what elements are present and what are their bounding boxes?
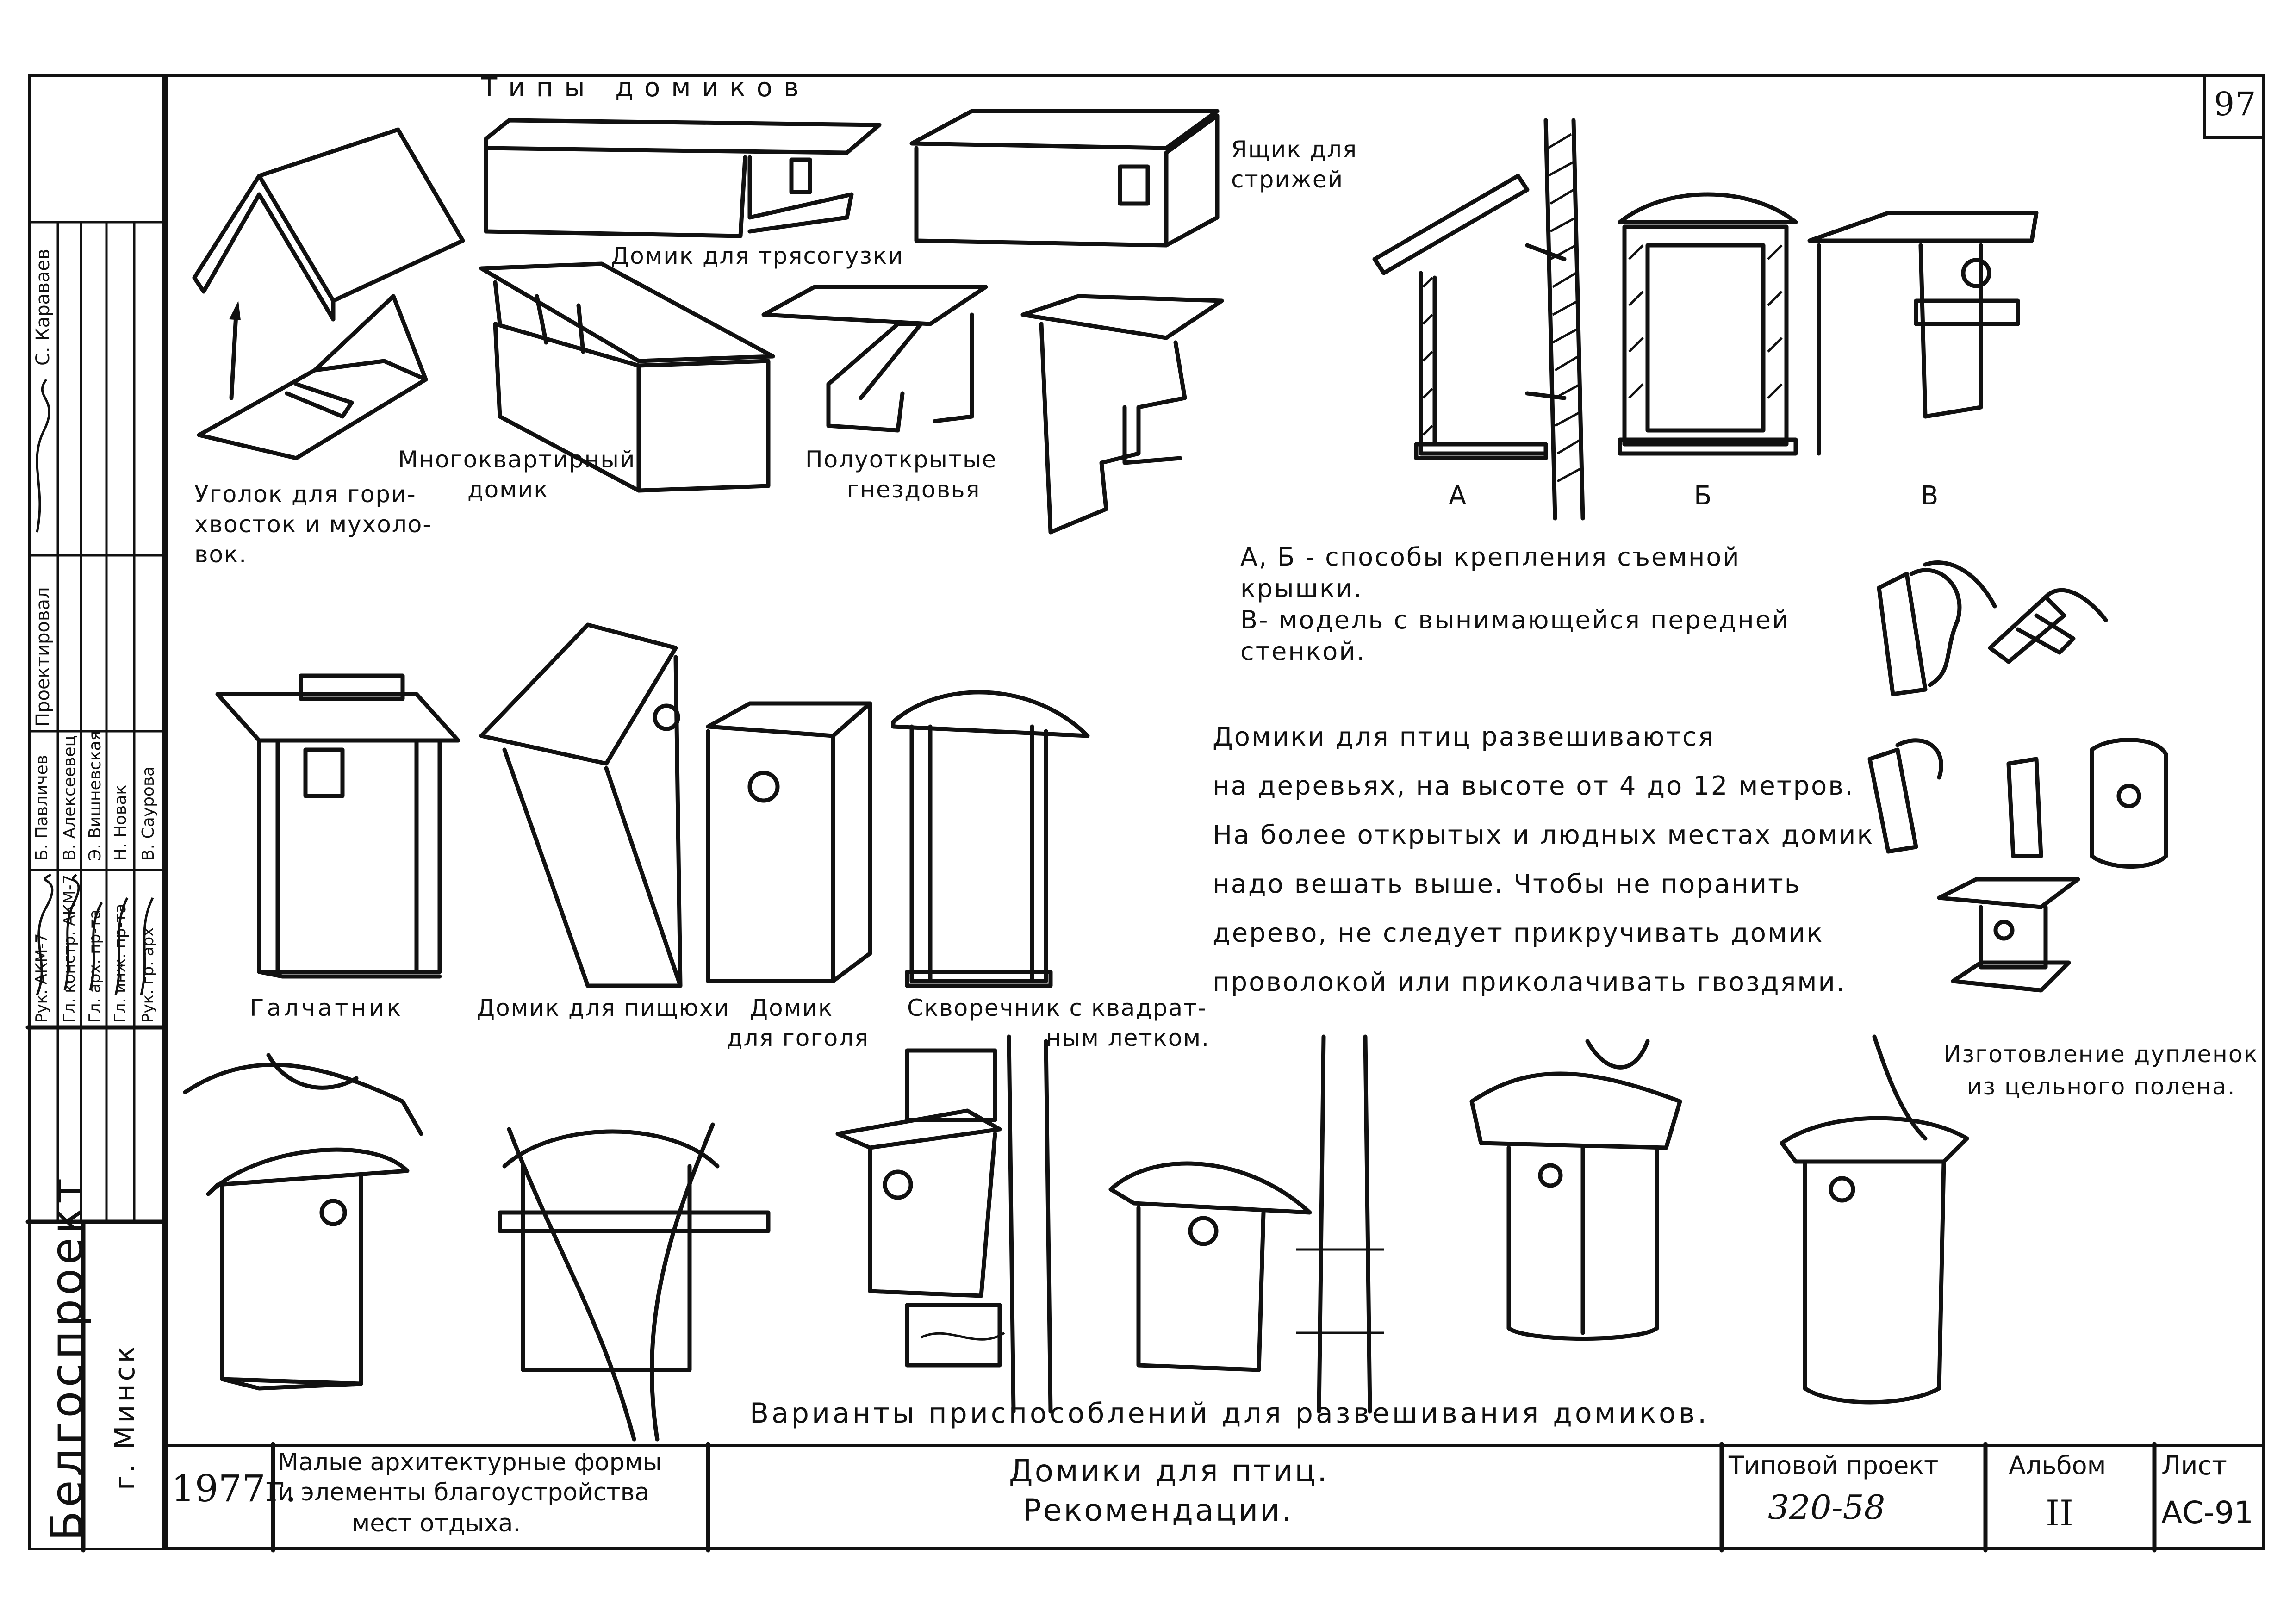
note-line: стенкой.	[1240, 637, 1366, 666]
title-main-2: Рекомендации.	[1023, 1492, 1293, 1528]
title-year: 1977г.	[171, 1467, 297, 1510]
label-hanging-variants: Варианты приспособлений для развешивания…	[750, 1397, 1710, 1430]
lid-notes: А, Б - способы крепления съемной крышки.…	[1240, 541, 1790, 667]
paragraph-line: Домики для птиц развешиваются	[1213, 722, 1715, 752]
album-label: Альбом	[2009, 1451, 2106, 1480]
album-number: II	[2046, 1492, 2074, 1534]
note-line: В- модель с вынимающейся передней	[1240, 605, 1790, 634]
label-redstart-3: вок.	[194, 541, 248, 568]
title-series-3: мест отдыха.	[352, 1510, 521, 1537]
paragraph-line: проволокой или приколачивать гвоздями.	[1213, 967, 1846, 997]
title-main-1: Домики для птиц.	[1009, 1453, 1329, 1489]
side-stamp	[28, 74, 164, 1550]
label-wagtail: Домик для трясогузки	[611, 243, 904, 269]
project-label: Типовой проект	[1729, 1451, 1939, 1480]
paragraph-line: на деревьях, на высоте от 4 до 12 метров…	[1213, 771, 1855, 801]
label-fig-a: А	[1449, 481, 1468, 511]
note-line: А, Б - способы крепления съемной	[1240, 542, 1741, 572]
label-hollow-log-1: Изготовление дупленок	[1944, 1041, 2259, 1068]
label-multi-2: домик	[467, 476, 549, 503]
label-pika: Домик для пищюхи	[477, 995, 730, 1021]
sheet-number: 97	[2214, 85, 2257, 123]
label-redstart-2: хвосток и мухоло-	[194, 511, 432, 538]
title-block	[164, 1444, 2265, 1550]
label-swift-box-2: стрижей	[1231, 166, 1344, 193]
label-multi-1: Многоквартирный	[398, 446, 636, 473]
label-starling-1: Скворечник с квадрат-	[907, 995, 1207, 1021]
sheet-label: Лист	[2161, 1451, 2227, 1481]
section-title: Типы домиков	[481, 73, 810, 103]
recommendation-text: Домики для птиц развешиваются на деревья…	[1213, 713, 1916, 1007]
paragraph-line: дерево, не следует прикручивать домик	[1213, 918, 1824, 948]
label-goldeneye-1: Домик	[750, 995, 834, 1021]
note-line: крышки.	[1240, 574, 1363, 603]
title-series-1: Малые архитектурные формы	[278, 1449, 662, 1476]
label-fig-c: В	[1921, 481, 1940, 511]
sheet-code: АС-91	[2161, 1495, 2254, 1530]
title-series-2: и элементы благоустройства	[278, 1479, 650, 1506]
label-fig-b: Б	[1694, 481, 1713, 511]
label-half-open-1: Полуоткрытые	[805, 446, 997, 473]
label-redstart-1: Уголок для гори-	[194, 481, 417, 508]
label-hollow-log-2: из цельного полена.	[1967, 1073, 2236, 1100]
label-starling-2: ным летком.	[1046, 1025, 1210, 1051]
paragraph-line: надо вешать выше. Чтобы не поранить	[1213, 869, 1801, 899]
drawing-frame	[164, 74, 2265, 1550]
label-swift-box-1: Ящик для	[1231, 136, 1358, 163]
label-goldeneye-2: для гоголя	[727, 1025, 870, 1051]
label-jackdaw: Галчатник	[250, 995, 404, 1021]
sheet-number-box	[2203, 74, 2265, 139]
project-number: 320-58	[1768, 1488, 1885, 1527]
label-half-open-2: гнездовья	[847, 476, 981, 503]
paragraph-line: На более открытых и людных местах домик	[1213, 820, 1874, 850]
